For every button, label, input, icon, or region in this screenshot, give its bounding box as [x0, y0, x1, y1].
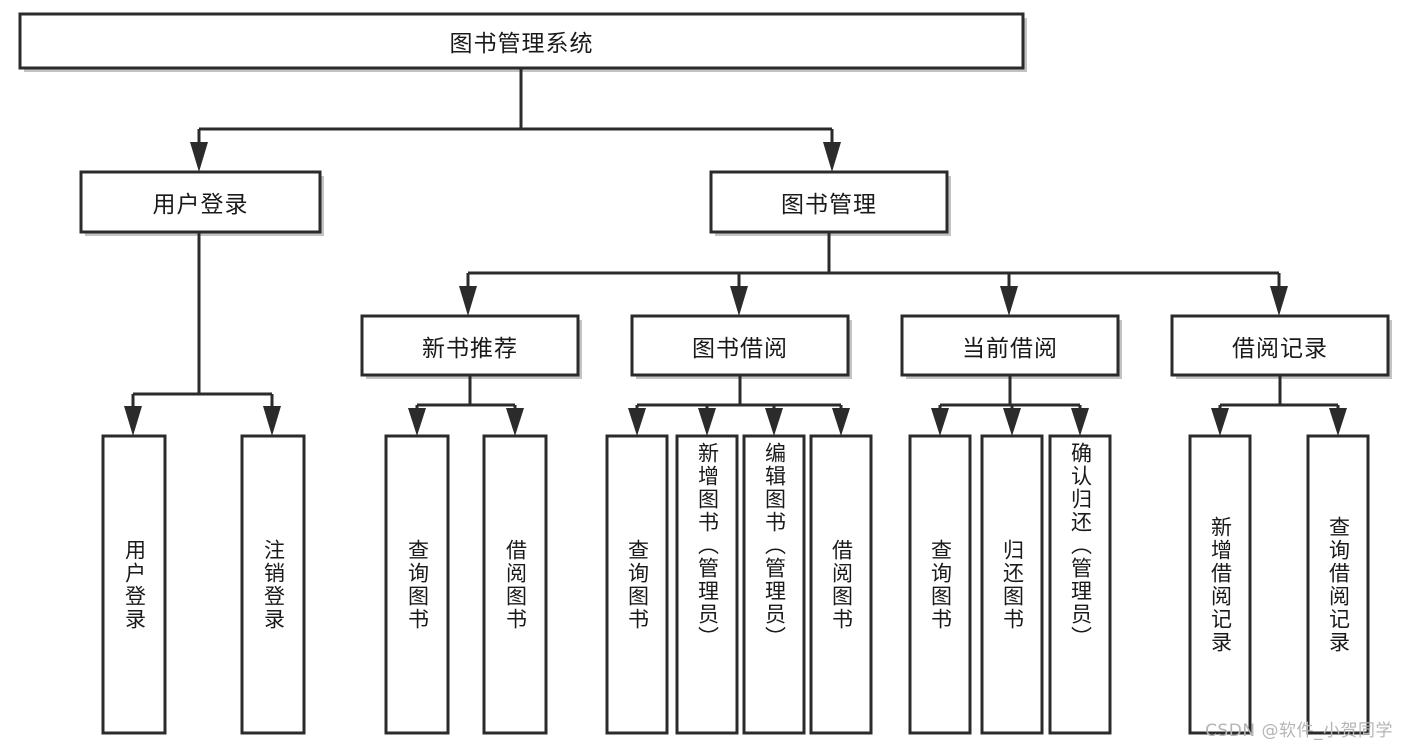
- arrow-head-current: [1000, 286, 1018, 316]
- node-box-root[interactable]: [18, 12, 1025, 70]
- arrow-head-borrow-query: [628, 408, 646, 436]
- leaf-box-nb-borrow-book[interactable]: [482, 434, 548, 735]
- leaf-box-cb-return-book[interactable]: [980, 434, 1044, 735]
- arrow-head-borrow-add: [698, 408, 716, 436]
- arrow-head-borrow-edit: [765, 408, 783, 436]
- arrow-head-leaf-user-login: [124, 406, 142, 436]
- node-box-new-book-recommend[interactable]: [360, 314, 580, 377]
- arrow-head-leaf-logout: [263, 406, 281, 436]
- watermark-text: CSDN @软件_小贺同学: [1205, 721, 1393, 741]
- leaf-box-br-add-record[interactable]: [1188, 434, 1252, 735]
- node-box-book-management[interactable]: [709, 170, 949, 234]
- arrow-head-current-return: [1003, 408, 1021, 436]
- node-box-current-borrow[interactable]: [900, 314, 1120, 377]
- arrow-head-current-query: [931, 408, 949, 436]
- leaf-box-logout[interactable]: [240, 434, 306, 735]
- arrow-head-current-confirm: [1071, 408, 1089, 436]
- node-layer: [18, 12, 1390, 735]
- leaf-box-bb-edit-book[interactable]: [742, 434, 806, 735]
- leaf-box-bb-borrow-book[interactable]: [809, 434, 873, 735]
- connector-layer: [124, 68, 1347, 436]
- arrow-head-record: [1270, 286, 1288, 316]
- leaf-box-nb-query-book[interactable]: [384, 434, 450, 735]
- arrow-head-newbook-query: [408, 408, 426, 436]
- node-box-borrow-record[interactable]: [1170, 314, 1390, 377]
- leaf-box-user-login[interactable]: [101, 434, 167, 735]
- node-box-user-login[interactable]: [79, 170, 322, 234]
- leaf-box-cb-query-book[interactable]: [908, 434, 972, 735]
- arrow-head-book-manage: [823, 142, 841, 172]
- arrow-head-newbook-borrow: [506, 408, 524, 436]
- arrow-head-borrow: [730, 286, 748, 316]
- leaf-box-br-query-record[interactable]: [1306, 434, 1370, 735]
- leaf-box-bb-add-book[interactable]: [675, 434, 739, 735]
- leaf-box-cb-confirm-return[interactable]: [1048, 434, 1112, 735]
- arrow-head-newbook: [459, 286, 477, 316]
- arrow-head-record-query: [1329, 408, 1347, 436]
- arrow-head-user-login: [190, 142, 208, 172]
- arrow-head-borrow-lend: [832, 408, 850, 436]
- node-box-book-borrow[interactable]: [630, 314, 850, 377]
- arrow-head-record-add: [1211, 408, 1229, 436]
- leaf-box-bb-query-book[interactable]: [605, 434, 669, 735]
